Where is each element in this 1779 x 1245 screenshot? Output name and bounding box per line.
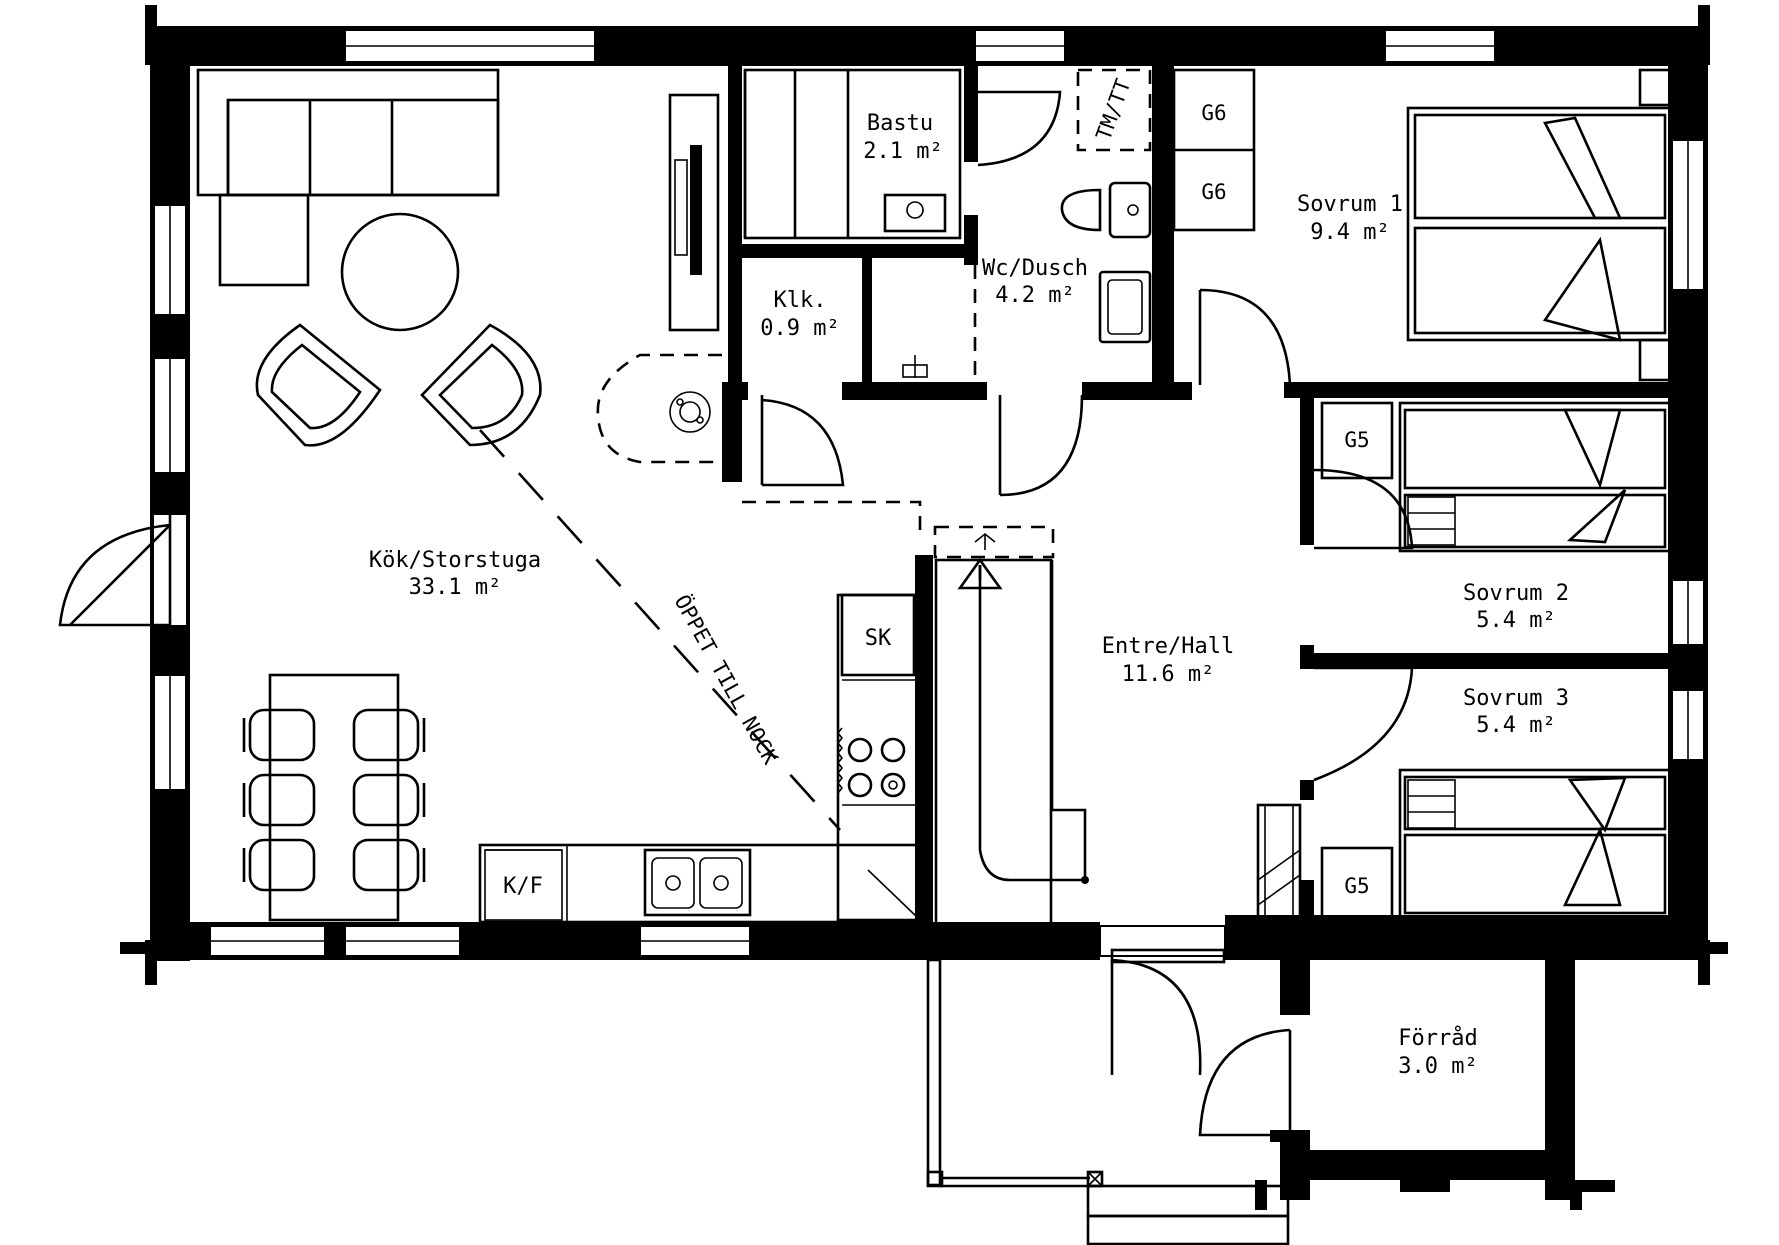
- room-name-wc-dusch: Wc/Dusch: [982, 256, 1088, 281]
- kitchen-counter: [478, 593, 920, 924]
- room-name-sovrum3: Sovrum 3: [1463, 686, 1569, 711]
- boiler: [902, 355, 928, 378]
- room-name-klk: Klk.: [774, 288, 827, 313]
- room-area-sovrum3: 5.4 m²: [1476, 713, 1555, 738]
- toilet: [1060, 181, 1152, 239]
- doors[interactable]: [58, 90, 1414, 1142]
- bed-sovrum1: [1406, 68, 1672, 382]
- label-g6-bottom: G6: [1201, 180, 1226, 204]
- label-g6-top: G6: [1201, 101, 1226, 125]
- sofa: [196, 68, 500, 287]
- tv-unit: [668, 93, 720, 332]
- coffee-table: [340, 212, 460, 332]
- sauna-benches: [743, 68, 962, 240]
- dining-chairs: [242, 708, 426, 892]
- room-area-sovrum2: 5.4 m²: [1476, 608, 1555, 633]
- washbasin: [1098, 270, 1152, 344]
- room-area-bastu: 2.1 m²: [863, 139, 942, 164]
- room-name-sovrum1: Sovrum 1: [1297, 192, 1403, 217]
- label-kf: K/F: [503, 874, 543, 899]
- room-name-bastu: Bastu: [867, 111, 933, 136]
- interior-walls: [722, 62, 1675, 1200]
- fireplace-stove: [596, 353, 722, 464]
- room-name-kok-storstuga: Kök/Storstuga: [369, 548, 541, 573]
- stair: [933, 525, 1089, 932]
- label-g5-sovrum2: G5: [1344, 428, 1369, 452]
- label-sk: SK: [865, 626, 892, 651]
- room-area-klk: 0.9 m²: [760, 316, 839, 341]
- dining-table: [242, 673, 426, 922]
- loft-edge: [479, 429, 922, 831]
- porch: [926, 958, 1290, 1245]
- room-name-entre-hall: Entre/Hall: [1102, 634, 1234, 659]
- room-area-entre-hall: 11.6 m²: [1122, 662, 1215, 687]
- label-g5-sovrum3: G5: [1344, 874, 1369, 898]
- tm-tt-box: [1076, 68, 1152, 152]
- wardrobes-g6: [1172, 68, 1256, 232]
- room-area-wc-dusch: 4.2 m²: [995, 283, 1074, 308]
- shoe-rack: [1256, 803, 1302, 922]
- label-tm-tt: TM/TT: [1091, 75, 1135, 143]
- room-area-forrad: 3.0 m²: [1398, 1054, 1477, 1079]
- room-name-sovrum2: Sovrum 2: [1463, 581, 1569, 606]
- bunk-bed-sovrum3: [1320, 768, 1672, 925]
- bunk-bed-sovrum2: [1320, 401, 1672, 553]
- room-name-forrad: Förråd: [1398, 1025, 1477, 1051]
- armchair-right: [420, 323, 542, 447]
- armchair-left: [255, 323, 382, 447]
- windows: [153, 29, 1705, 957]
- room-area-kok-storstuga: 33.1 m²: [409, 575, 502, 600]
- label-open-to-ridge: ÖPPET TILL NOCK: [670, 590, 784, 768]
- room-area-sovrum1: 9.4 m²: [1310, 220, 1389, 245]
